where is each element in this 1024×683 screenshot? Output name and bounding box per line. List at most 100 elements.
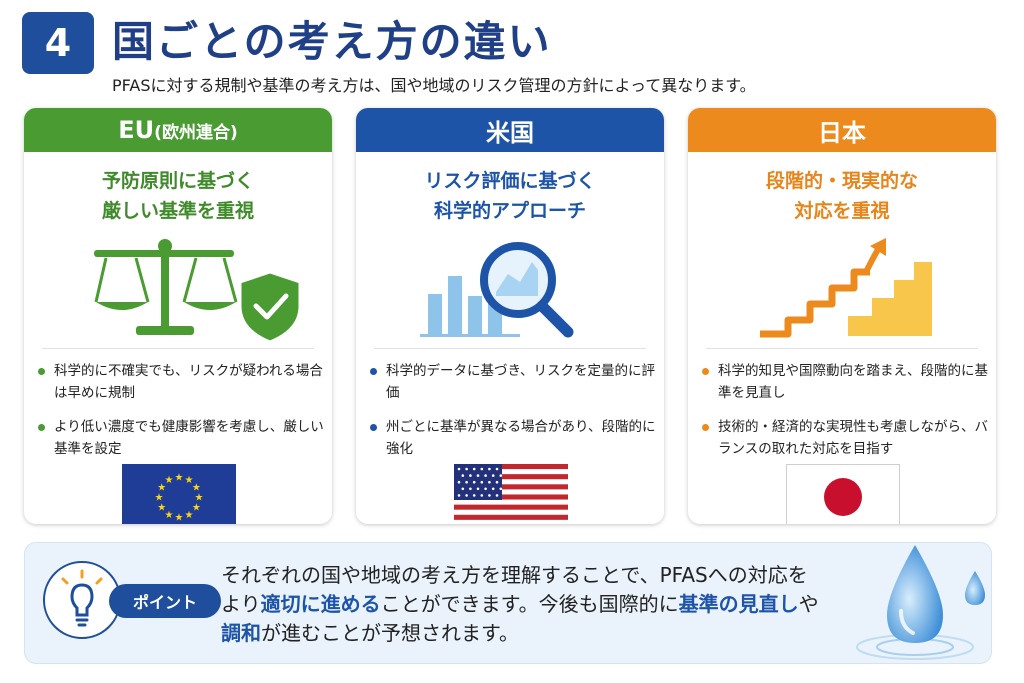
us-tagline: リスク評価に基づく 科学的アプローチ (356, 166, 664, 226)
page-title: 国ごとの考え方の違い (112, 17, 552, 66)
us-flag (454, 464, 568, 524)
us-star-icon (484, 474, 487, 477)
us-star-icon (480, 494, 484, 497)
us-stripe (454, 504, 568, 510)
eu-region-subname: (欧州連合) (154, 122, 238, 143)
point-box: ポイント それぞれの国や地域の考え方を理解することで、PFASへの対応を より適… (24, 542, 992, 664)
bullet-dot-icon (702, 424, 709, 431)
us-star-icon (484, 487, 487, 491)
us-star-icon (480, 480, 484, 484)
eu-star-icon: ★ (165, 510, 174, 521)
highlight-appropriate: 適切に進める (260, 592, 381, 616)
bullet-dot-icon (702, 368, 709, 375)
page-subtitle: PFASに対する規制や基準の考え方は、国や地域のリスク管理の方針によって異なりま… (112, 76, 756, 95)
us-star-icon (480, 467, 484, 471)
us-star-icon (465, 480, 468, 484)
us-star-icon (488, 467, 491, 471)
eu-star-icon: ★ (157, 503, 166, 514)
us-star-icon (457, 467, 461, 471)
us-stripe (454, 514, 568, 520)
us-stripe (454, 474, 568, 480)
us-star-icon (472, 467, 476, 471)
point-text-line2: より適切に進めることができます。今後も国際的に基準の見直しや (221, 590, 881, 619)
japan-card: 日本 段階的・現実的な 対応を重視 科学的知見や国際動向を踏まえ、段階的に基準を… (688, 108, 996, 524)
point-text-line1: それぞれの国や地域の考え方を理解することで、PFASへの対応を (221, 563, 808, 587)
us-star-icon (499, 487, 503, 491)
us-star-icon (495, 494, 499, 497)
eu-region-name: EU (118, 116, 155, 144)
us-tagline-line2: 科学的アプローチ (433, 200, 586, 222)
water-drop-icon (856, 545, 985, 660)
eu-star-icon: ★ (185, 510, 194, 521)
us-star-icon (461, 487, 465, 491)
eu-star-icon: ★ (195, 493, 204, 504)
point-text-2a: より (221, 592, 261, 616)
rising-stairs-icon (760, 238, 932, 338)
eu-bullet-2-text: より低い濃度でも健康影響を考慮し、厳しい基準を設定 (54, 419, 324, 457)
bullet-dot-icon (38, 424, 45, 431)
scales-shield-icon (94, 239, 302, 344)
us-star-icon (465, 494, 468, 497)
japan-tagline-line2: 対応を重視 (794, 200, 890, 222)
eu-tagline: 予防原則に基づく 厳しい基準を重視 (24, 166, 332, 226)
us-stripe (454, 484, 568, 490)
eu-star-icon: ★ (175, 473, 184, 484)
eu-star-icon: ★ (157, 483, 166, 494)
point-text-3b: が進むことが予想されます。 (261, 621, 519, 645)
us-star-icon (472, 494, 476, 497)
eu-flag: ★★★★★★★★★★★★ (122, 464, 236, 524)
us-star-icon (469, 487, 472, 491)
eu-tagline-line2: 厳しい基準を重視 (101, 200, 254, 222)
us-star-icon (495, 467, 499, 471)
japan-bullet-2: 技術的・経済的な実現性も考慮しながら、バランスの取れた対応を目指す (700, 416, 988, 460)
us-star-icon (461, 474, 465, 477)
japan-card-header: 日本 (688, 108, 996, 152)
highlight-review: 基準の見直し (678, 592, 799, 616)
japan-region-name: 日本 (818, 118, 866, 147)
us-bullet-2-text: 州ごとに基準が異なる場合があり、段階的に強化 (386, 419, 656, 457)
eu-bullet-1-text: 科学的に不確実でも、リスクが疑われる場合は早めに規制 (54, 363, 323, 401)
japan-bullet-list: 科学的知見や国際動向を踏まえ、段階的に基準を見直し 技術的・経済的な実現性も考慮… (700, 360, 988, 472)
bullet-dot-icon (370, 424, 377, 431)
japan-bullet-2-text: 技術的・経済的な実現性も考慮しながら、バランスの取れた対応を目指す (718, 419, 988, 457)
us-stripe (454, 494, 568, 500)
us-star-icon (491, 474, 495, 477)
bullet-dot-icon (370, 368, 377, 375)
us-bullet-1: 科学的データに基づき、リスクを定量的に評価 (368, 360, 656, 404)
lightbulb-icon (61, 569, 103, 627)
us-star-icon (476, 474, 480, 477)
us-star-icon (457, 494, 461, 497)
point-text: それぞれの国や地域の考え方を理解することで、PFASへの対応を より適切に進める… (221, 561, 881, 648)
eu-star-icon: ★ (192, 503, 201, 514)
us-tagline-line1: リスク評価に基づく (424, 170, 596, 192)
japan-tagline-line1: 段階的・現実的な (765, 170, 918, 192)
us-star-icon (495, 480, 499, 484)
us-bullet-1-text: 科学的データに基づき、リスクを定量的に評価 (386, 363, 656, 401)
eu-card-header: EU(欧州連合) (24, 108, 332, 152)
eu-star-icon: ★ (175, 513, 184, 524)
us-star-icon (476, 487, 480, 491)
japan-bullet-1: 科学的知見や国際動向を踏まえ、段階的に基準を見直し (700, 360, 988, 404)
us-card: 米国 リスク評価に基づく 科学的アプローチ 科学的データに基づき、リスクを定量的… (356, 108, 664, 524)
japan-divider (706, 348, 978, 349)
point-text-line3: 調和が進むことが予想されます。 (221, 619, 881, 648)
us-star-icon (469, 474, 472, 477)
point-text-2e: や (798, 592, 819, 616)
japan-tagline: 段階的・現実的な 対応を重視 (688, 166, 996, 226)
us-star-icon (472, 480, 476, 484)
us-star-icon (491, 487, 495, 491)
us-star-icon (457, 480, 461, 484)
eu-star-icon: ★ (192, 483, 201, 494)
eu-star-icon: ★ (165, 475, 174, 486)
us-star-icon (488, 480, 491, 484)
eu-divider (42, 348, 314, 349)
us-card-header: 米国 (356, 108, 664, 152)
us-star-icon (465, 467, 468, 471)
japan-bullet-1-text: 科学的知見や国際動向を踏まえ、段階的に基準を見直し (718, 363, 988, 401)
us-star-icon (499, 474, 503, 477)
eu-star-icon: ★ (185, 475, 194, 486)
eu-bullet-1: 科学的に不確実でも、リスクが疑われる場合は早めに規制 (36, 360, 324, 404)
point-label: ポイント (109, 584, 221, 618)
us-divider (374, 348, 646, 349)
eu-tagline-line1: 予防原則に基づく (101, 170, 254, 192)
